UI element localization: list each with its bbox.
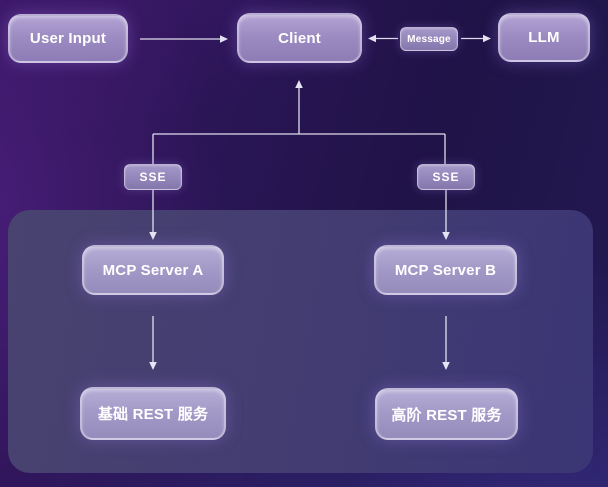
arrowhead-down-icon: [149, 232, 157, 240]
arrowhead-up-icon: [295, 80, 303, 88]
node-user-input: User Input: [8, 14, 128, 63]
badge-message: Message: [400, 27, 458, 51]
arrowhead-down-icon: [149, 362, 157, 370]
node-client: Client: [237, 13, 362, 63]
arrowhead-left-icon: [368, 34, 376, 43]
node-mcp-server-b: MCP Server B: [374, 245, 517, 295]
arrowhead-down-icon: [442, 232, 450, 240]
node-llm: LLM: [498, 13, 590, 62]
badge-sse-right: SSE: [417, 164, 475, 190]
node-mcp-server-a: MCP Server A: [82, 245, 224, 295]
node-rest-basic: 基础 REST 服务: [80, 387, 226, 440]
arrowhead-right-icon: [220, 35, 228, 43]
arrowhead-right-icon: [483, 34, 491, 43]
badge-sse-left: SSE: [124, 164, 182, 190]
arrowhead-down-icon: [442, 362, 450, 370]
node-rest-advanced: 高阶 REST 服务: [375, 388, 518, 440]
